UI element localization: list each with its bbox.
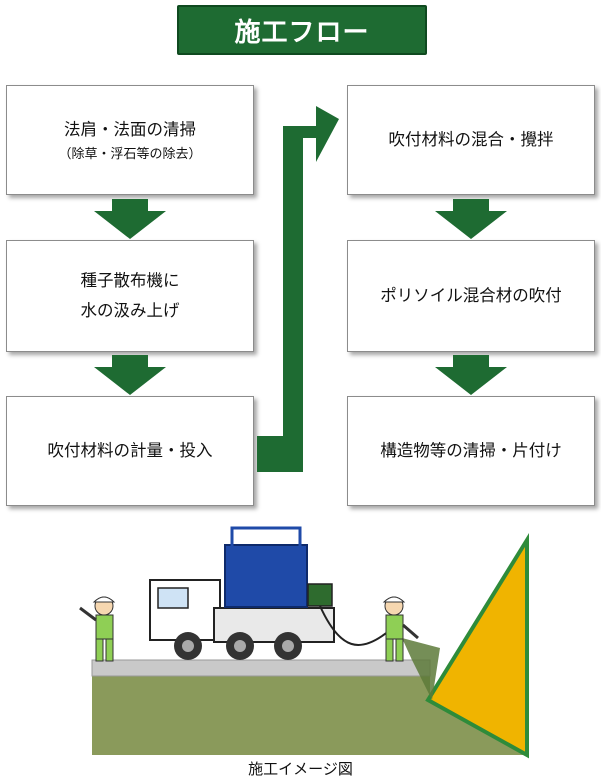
flow-step-2: 種子散布機に 水の汲み上げ (6, 240, 254, 352)
flow-step-6: 構造物等の清掃・片付け (347, 396, 595, 506)
flow-step-5: ポリソイル混合材の吹付 (347, 240, 595, 352)
flow-step-6-label: 構造物等の清掃・片付け (380, 441, 562, 460)
flow-step-1-note: （除草・浮石等の除去） (58, 147, 202, 162)
flow-step-4-label: 吹付材料の混合・攪拌 (388, 130, 554, 149)
slope-icon (425, 532, 529, 759)
hose-icon (319, 605, 391, 646)
worker-icon (382, 596, 419, 662)
worker-icon (79, 596, 116, 662)
image-caption: 施工イメージ図 (248, 760, 353, 778)
down-arrow-icon (435, 199, 507, 239)
truck-icon (149, 526, 335, 660)
construction-illustration (79, 526, 529, 759)
down-arrow-icon (94, 199, 166, 239)
flow-step-4: 吹付材料の混合・攪拌 (347, 85, 595, 195)
page-title: 施工フロー (177, 5, 427, 55)
route-arrow-icon (257, 106, 339, 472)
road-icon (91, 659, 431, 677)
flow-step-2-label-line1: 種子散布機に (80, 271, 180, 290)
flow-step-3-label: 吹付材料の計量・投入 (47, 441, 213, 460)
down-arrow-icon (94, 355, 166, 395)
down-arrow-icon (435, 355, 507, 395)
spray-icon (402, 638, 440, 700)
flow-step-3: 吹付材料の計量・投入 (6, 396, 254, 506)
flow-step-1-label: 法肩・法面の清掃 (64, 120, 196, 139)
flow-step-5-label: ポリソイル混合材の吹付 (380, 286, 562, 305)
flow-step-2-label-line2: 水の汲み上げ (80, 301, 180, 320)
ground-icon (92, 676, 527, 755)
flow-step-1: 法肩・法面の清掃 （除草・浮石等の除去） (6, 85, 254, 195)
